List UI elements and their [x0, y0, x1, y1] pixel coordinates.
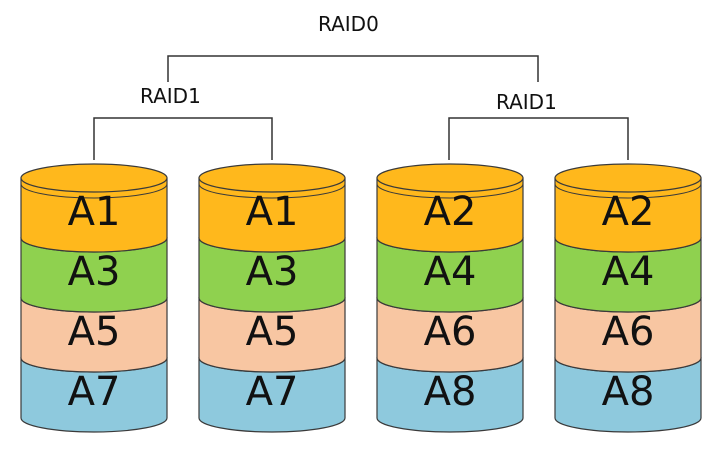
- disk-segment: A1: [20, 163, 168, 253]
- raid1-right-title: RAID1: [496, 90, 557, 114]
- segment-label: A3: [68, 249, 121, 295]
- segment-body: [198, 297, 346, 373]
- segment-label: A4: [602, 249, 655, 295]
- disk-segment: A2: [376, 163, 524, 253]
- disk-cylinder: A8 A6 A4 A2: [376, 163, 524, 433]
- segment-label: A5: [68, 309, 121, 355]
- disk-cylinder: A8 A6 A4 A2: [554, 163, 702, 433]
- segment-top: [554, 163, 702, 193]
- segment-body: [554, 357, 702, 433]
- segment-label: A1: [246, 189, 299, 235]
- segment-body: [376, 357, 524, 433]
- disk-segment: A1: [198, 163, 346, 253]
- segment-body: [198, 237, 346, 313]
- segment-label: A5: [246, 309, 299, 355]
- segment-body: [376, 297, 524, 373]
- connector-lines: [93, 55, 629, 160]
- segment-top: [376, 163, 524, 193]
- segment-body: [554, 297, 702, 373]
- segment-label: A7: [68, 369, 121, 415]
- segment-body: [554, 237, 702, 313]
- segment-label: A1: [68, 189, 121, 235]
- lid-rim: [376, 183, 524, 199]
- segment-label: A4: [424, 249, 477, 295]
- segment-label: A3: [246, 249, 299, 295]
- segment-top: [20, 163, 168, 193]
- segment-body: [20, 357, 168, 433]
- segment-body: [198, 357, 346, 433]
- segment-label: A8: [602, 369, 655, 415]
- raid0-title: RAID0: [318, 12, 379, 36]
- raid1-right-connector: [448, 117, 629, 160]
- segment-label: A6: [424, 309, 477, 355]
- segment-label: A2: [424, 189, 477, 235]
- segment-body: [376, 237, 524, 313]
- segment-label: A6: [602, 309, 655, 355]
- disk-segment: A2: [554, 163, 702, 253]
- lid-rim: [198, 183, 346, 199]
- lid-rim: [20, 183, 168, 199]
- segment-top: [198, 163, 346, 193]
- disk-cylinder: A7 A5 A3 A1: [198, 163, 346, 433]
- disk-cylinder: A7 A5 A3 A1: [20, 163, 168, 433]
- segment-label: A2: [602, 189, 655, 235]
- segment-body: [20, 237, 168, 313]
- lid-rim: [554, 183, 702, 199]
- raid1-left-connector: [93, 117, 273, 160]
- raid0-connector: [167, 55, 539, 82]
- segment-label: A7: [246, 369, 299, 415]
- raid1-left-title: RAID1: [140, 84, 201, 108]
- segment-label: A8: [424, 369, 477, 415]
- segment-body: [20, 297, 168, 373]
